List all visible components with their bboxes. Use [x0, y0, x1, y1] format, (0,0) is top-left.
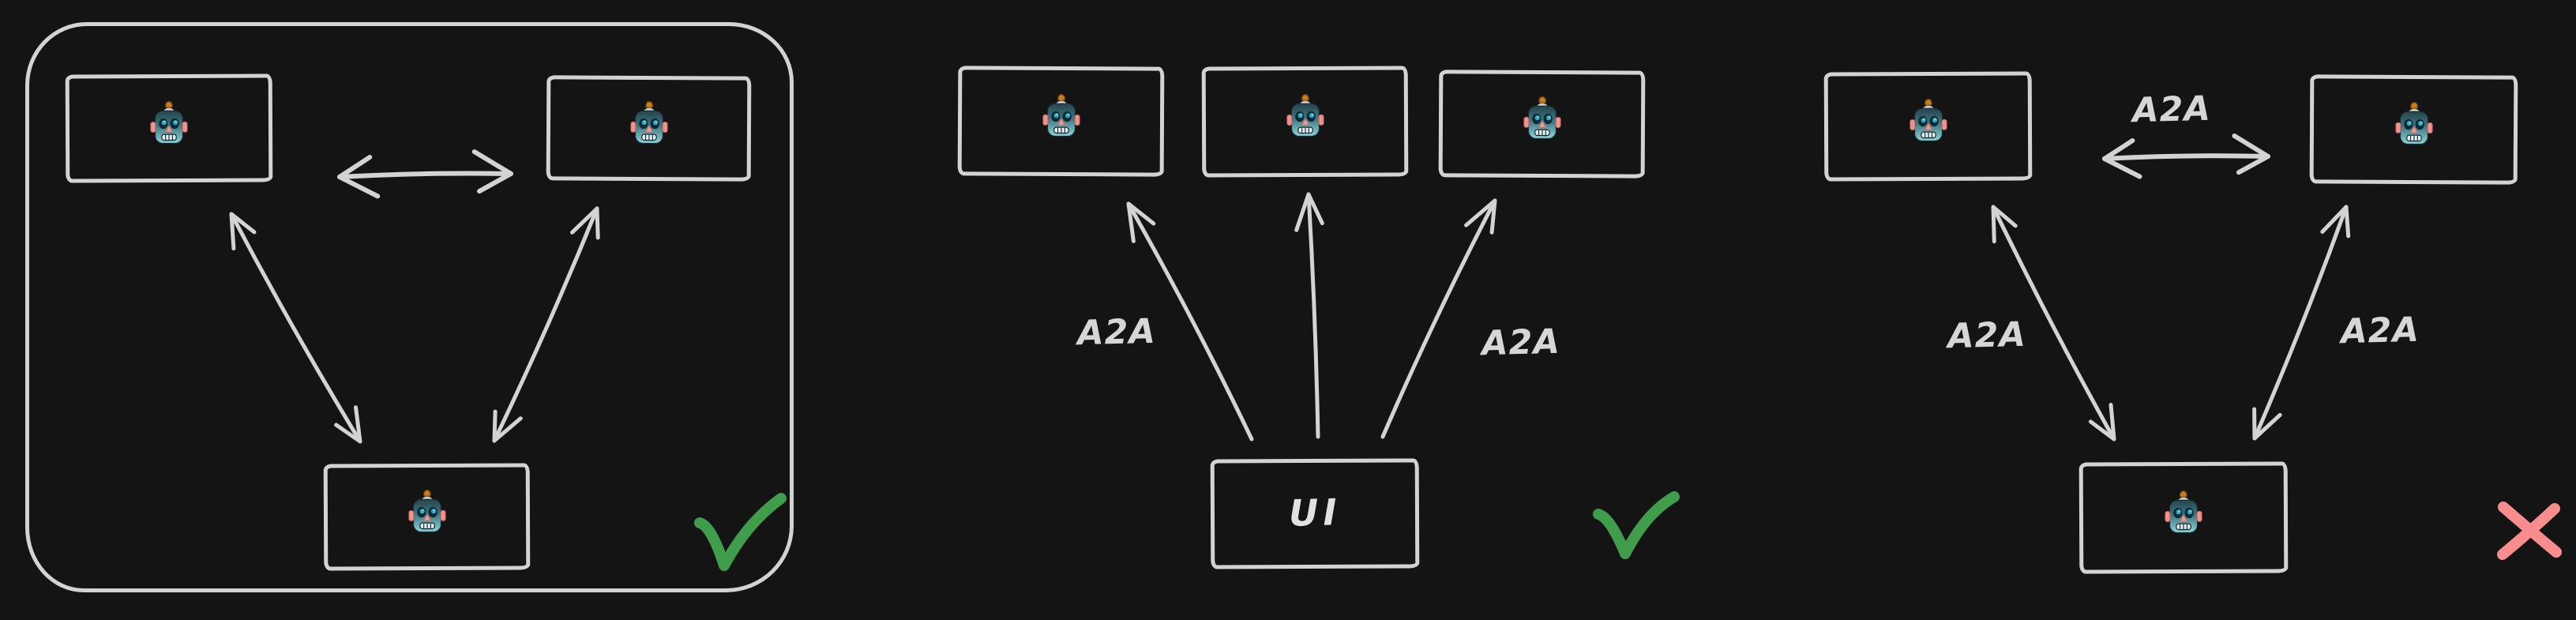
robot-icon	[2394, 101, 2433, 145]
robot-icon	[629, 100, 668, 144]
agent-box	[1201, 66, 1409, 178]
ui-box: UI	[1210, 458, 1420, 569]
agent-box	[2078, 461, 2289, 574]
a2a-label-left: A2A	[1947, 314, 2027, 357]
a2a-label-right: A2A	[2340, 310, 2420, 352]
robot-icon	[149, 100, 188, 144]
agent-box	[323, 463, 531, 571]
robot-icon	[1286, 93, 1324, 137]
panel-ui-hub: UI A2A A2A	[869, 0, 1737, 620]
a2a-label-top: A2A	[2131, 88, 2212, 131]
robot-icon	[407, 489, 446, 532]
agent-box	[546, 75, 752, 182]
panel-peer-mesh	[0, 0, 869, 620]
panel-direct-a2a: A2A A2A A2A	[1737, 0, 2576, 620]
agent-box	[1823, 71, 2033, 182]
robot-icon	[1909, 98, 1947, 142]
ui-label: UI	[1288, 490, 1342, 535]
robot-icon	[1042, 93, 1080, 137]
robot-icon	[2164, 490, 2202, 533]
robot-icon	[1523, 96, 1561, 140]
a2a-label-left: A2A	[1076, 311, 1157, 354]
agent-box	[2309, 74, 2518, 185]
agent-box	[957, 66, 1165, 177]
agents-group-outline	[25, 22, 794, 592]
agent-box	[65, 73, 273, 183]
a2a-label-right: A2A	[1481, 321, 1561, 364]
agent-box	[1438, 70, 1646, 178]
